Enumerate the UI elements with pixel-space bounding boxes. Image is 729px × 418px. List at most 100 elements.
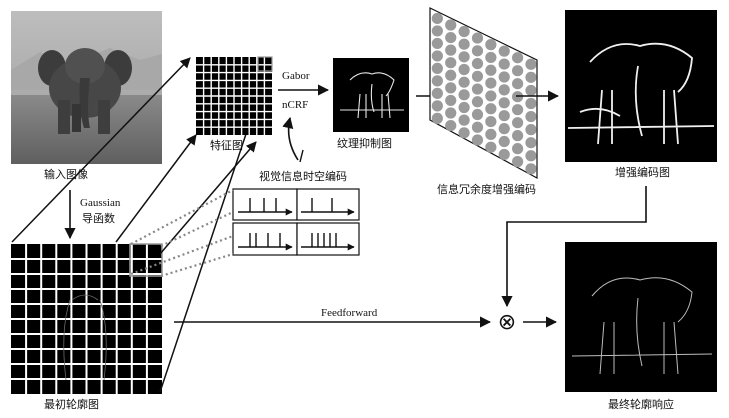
plate-dot	[525, 71, 537, 83]
plate-dot	[485, 141, 497, 153]
plate-dot	[458, 127, 470, 139]
redundancy-plate	[429, 7, 538, 180]
plate-dot	[458, 114, 470, 126]
grid-highlight	[129, 243, 163, 277]
plate-dot	[445, 107, 457, 119]
plate-dot	[458, 25, 470, 38]
final-contour-response	[565, 242, 717, 392]
plate-dot	[498, 110, 510, 122]
plate-dot	[431, 87, 443, 99]
plate-dot	[512, 156, 524, 168]
ncrf-label: nCRF	[282, 99, 308, 111]
combine-symbol: ⊗	[498, 310, 516, 335]
plate-dot	[512, 65, 524, 77]
plate-dot	[471, 83, 484, 95]
plate-dot	[498, 135, 510, 148]
feature-map-label: 特征图	[210, 138, 243, 152]
initial-contour-map-label: 最初轮廓图	[44, 397, 99, 411]
plate-dot	[498, 84, 510, 96]
plate-dot	[498, 71, 510, 83]
initial-contour-map	[11, 243, 163, 394]
final-contour-response-label: 最终轮廓响应	[608, 397, 674, 411]
spike-train-icon	[238, 198, 355, 251]
plate-dot	[458, 76, 470, 88]
elephant-enhanced-icon	[567, 42, 715, 145]
ncrf-curved-arrow	[282, 116, 299, 161]
plate-dot	[471, 134, 484, 146]
plate-dot	[525, 58, 537, 70]
plate-dot	[445, 31, 457, 44]
plate-dot	[445, 44, 457, 56]
gaussian-label: Gaussian	[80, 197, 121, 209]
plate-dot	[445, 82, 457, 94]
plate-dot	[431, 50, 443, 62]
plate-dot	[498, 148, 510, 161]
plate-dot	[431, 75, 443, 87]
dotted-links	[130, 189, 234, 278]
plate-dot	[445, 119, 457, 132]
grid-map-icon	[11, 244, 162, 394]
plate-dot	[471, 57, 484, 70]
enhanced-coding-map-label: 增强编码图	[615, 165, 670, 179]
plate-dot	[525, 163, 537, 175]
enhanced-coding-map	[565, 10, 717, 162]
faint-contour	[63, 294, 107, 381]
plate-dot	[498, 58, 510, 70]
plate-dot	[445, 57, 457, 69]
plate-dot	[525, 84, 537, 97]
gabor-label: Gabor	[282, 70, 310, 82]
plate-dot	[471, 70, 484, 82]
ncrf-curved-arrow-tail	[299, 149, 304, 163]
plate-dot	[431, 112, 443, 124]
redundancy-coding-label: 信息冗余度增强编码	[437, 182, 536, 196]
plate-dot	[458, 51, 470, 63]
plate-dot	[498, 97, 510, 109]
plate-dot	[485, 90, 497, 102]
spatiotemporal-coding-label: 视觉信息时空编码	[259, 169, 347, 183]
plate-dot	[431, 25, 443, 37]
plate-dot	[485, 103, 497, 115]
plate-dot	[431, 12, 443, 25]
plate-dot	[445, 19, 457, 31]
plate-dot	[485, 128, 497, 140]
input-image-label: 输入图像	[44, 167, 88, 181]
plate-dot	[512, 78, 524, 90]
arrow-to-feature-2	[115, 134, 197, 243]
plate-dot	[445, 69, 457, 81]
plate-dot	[485, 115, 497, 128]
plate-dot	[458, 38, 470, 50]
grid-map-icon	[196, 57, 272, 135]
plate-dot	[471, 121, 484, 133]
texture-suppression-map-label: 纹理抑制图	[337, 136, 392, 150]
plate-dot	[445, 94, 457, 107]
plate-dot	[485, 64, 497, 76]
plate-dot	[471, 108, 484, 121]
plate-dot	[525, 150, 537, 162]
feature-highlight	[257, 56, 273, 72]
derivative-label: 导函数	[82, 212, 115, 225]
plate-dot	[525, 110, 537, 123]
dot-grid-plate-icon	[431, 12, 537, 175]
arrow-to-feature-3	[159, 141, 257, 255]
elephant-photo-icon	[38, 48, 132, 134]
plate-dot	[471, 96, 484, 108]
plate-dot	[525, 124, 537, 136]
plate-dot	[485, 77, 497, 89]
feature-map	[196, 56, 273, 135]
plate-dot	[458, 89, 470, 101]
plate-dot	[431, 62, 443, 75]
plate-dot	[458, 63, 470, 76]
plate-dot	[458, 101, 470, 114]
plate-dot	[498, 45, 510, 57]
feedforward-label: Feedforward	[321, 307, 378, 319]
plate-dot	[512, 104, 524, 116]
plate-dot	[471, 32, 484, 44]
plate-dot	[512, 143, 524, 155]
spike-train-panel	[232, 188, 360, 256]
plate-dot	[512, 52, 524, 64]
arrow-to-feature-1	[11, 57, 191, 243]
plate-dot	[431, 100, 443, 112]
plate-dot	[512, 117, 524, 129]
input-image	[11, 11, 162, 164]
